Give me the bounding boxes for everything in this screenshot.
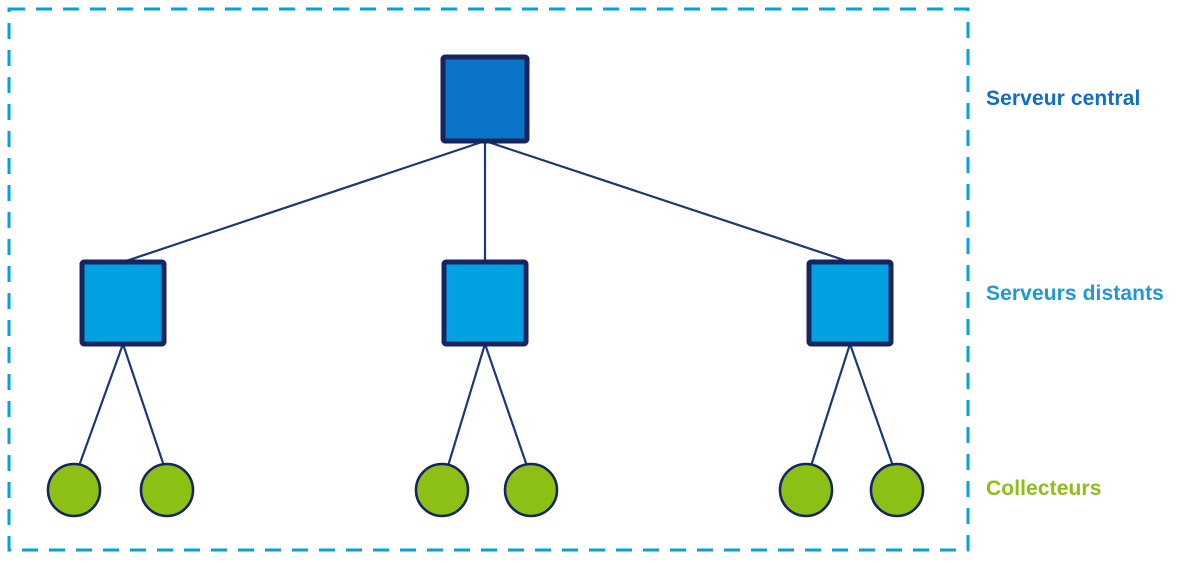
dashed-boundary-frame <box>7 7 970 552</box>
legend-label-central-server: Serveur central <box>986 87 1141 110</box>
link-remote-2-to-collector-4 <box>483 343 529 467</box>
collector-node-4[interactable] <box>503 462 559 518</box>
link-remote-3-to-collector-5 <box>809 343 852 467</box>
collector-node-2[interactable] <box>139 462 195 518</box>
link-remote-2-to-collector-3 <box>446 343 487 467</box>
collector-node-6[interactable] <box>869 462 925 518</box>
collector-node-3[interactable] <box>414 462 470 518</box>
central-server-node[interactable] <box>440 54 530 144</box>
link-remote-1-to-collector-2 <box>121 343 166 467</box>
collector-node-5[interactable] <box>778 462 834 518</box>
link-remote-3-to-collector-6 <box>848 343 895 467</box>
central-server-group <box>440 54 530 144</box>
link-remote-1-to-collector-1 <box>77 343 125 467</box>
legend-label-remote-servers: Serveurs distants <box>986 282 1164 305</box>
link-central-to-remote-3 <box>484 139 851 264</box>
remote-server-node-2[interactable] <box>441 259 529 347</box>
connector-lines-group <box>77 139 895 467</box>
remote-server-node-1[interactable] <box>79 259 167 347</box>
remote-server-node-3[interactable] <box>806 259 894 347</box>
link-central-to-remote-1 <box>122 139 486 264</box>
collector-node-1[interactable] <box>46 462 102 518</box>
remote-servers-group <box>79 259 894 347</box>
collectors-group <box>46 462 925 518</box>
legend-label-collectors: Collecteurs <box>986 477 1102 500</box>
